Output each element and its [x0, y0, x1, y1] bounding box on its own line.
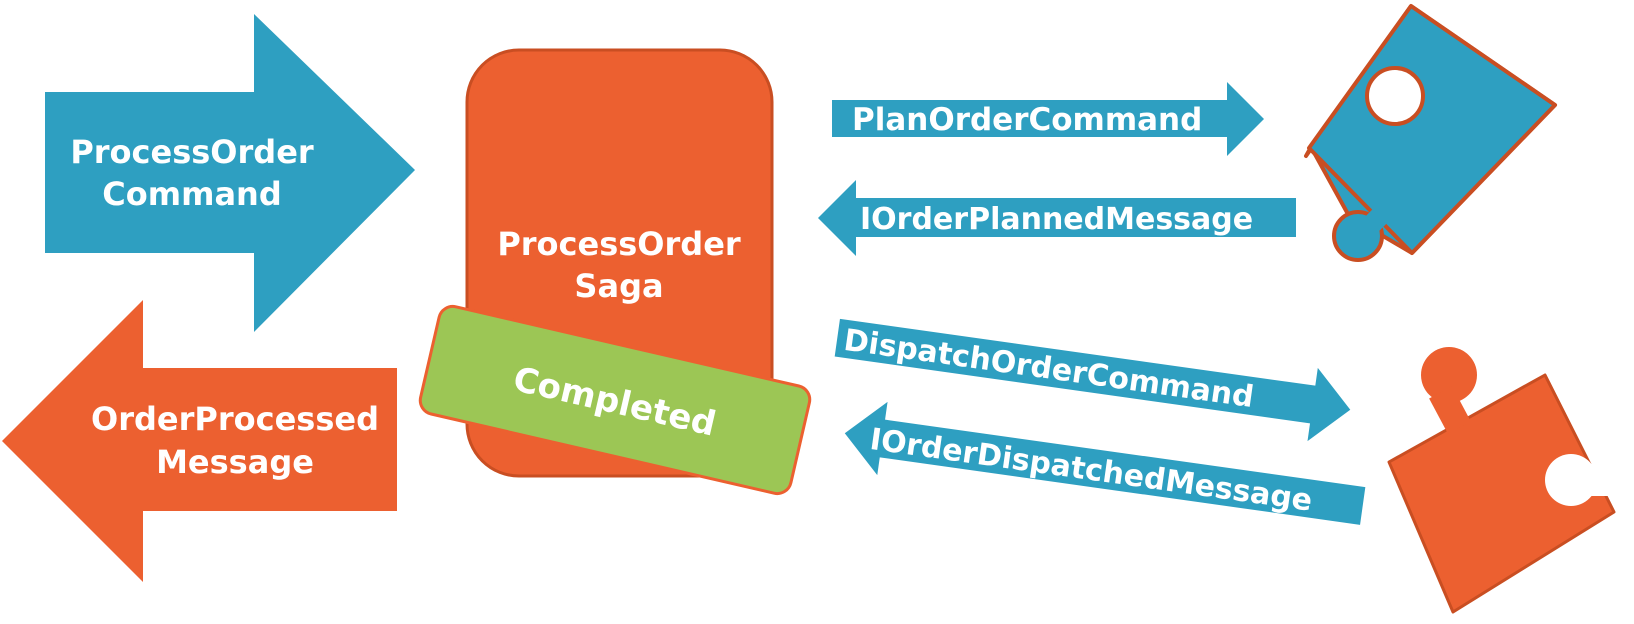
planning-service-puzzle-notch [1365, 66, 1425, 126]
dispatch-service-puzzle-knob [1421, 347, 1477, 403]
process-order-command-arrow-shape [45, 14, 415, 332]
order-planned-message-arrow: IOrderPlannedMessage [818, 180, 1296, 256]
plan-order-command-label: PlanOrderCommand [852, 102, 1202, 138]
dispatch-service-puzzle-body [1387, 373, 1616, 614]
dispatch-order-command-arrow-shape [834, 318, 1351, 442]
planning-service-puzzle-body-main [1309, 6, 1555, 253]
order-dispatched-message-label: IOrderDispatchedMessage [868, 422, 1315, 519]
plan-order-command-arrow-shape [832, 82, 1264, 156]
order-processed-message-label-line1: OrderProcessed [91, 400, 379, 438]
order-processed-message-arrow-shape [2, 300, 397, 582]
saga-title-line1: ProcessOrder [497, 225, 741, 263]
order-planned-message-label: IOrderPlannedMessage [860, 202, 1253, 237]
planning-service-puzzle-outline [1307, 4, 1557, 255]
dispatch-service-puzzle-icon [1387, 347, 1616, 614]
plan-order-command-arrow: PlanOrderCommand [832, 82, 1264, 156]
dispatch-service-puzzle-knob-neck [1429, 386, 1471, 434]
process-order-command-label-line2: Command [102, 175, 281, 213]
completed-tag-shape [418, 304, 812, 496]
planning-service-puzzle-icon [1304, 4, 1557, 262]
process-order-command-arrow: ProcessOrder Command [45, 14, 415, 332]
process-order-command-label-line1: ProcessOrder [70, 133, 314, 171]
order-dispatched-message-arrow-shape [844, 401, 1366, 525]
planning-service-puzzle-knob-neck [1357, 205, 1391, 239]
dispatch-service-puzzle-notch-opening [1571, 464, 1611, 496]
saga-title-line2: Saga [574, 267, 663, 305]
order-planned-message-arrow-shape [818, 180, 1296, 256]
order-processed-message-label-line2: Message [156, 443, 314, 481]
completed-status-tag: Completed [418, 304, 812, 496]
order-processed-message-arrow: OrderProcessed Message [2, 300, 397, 582]
